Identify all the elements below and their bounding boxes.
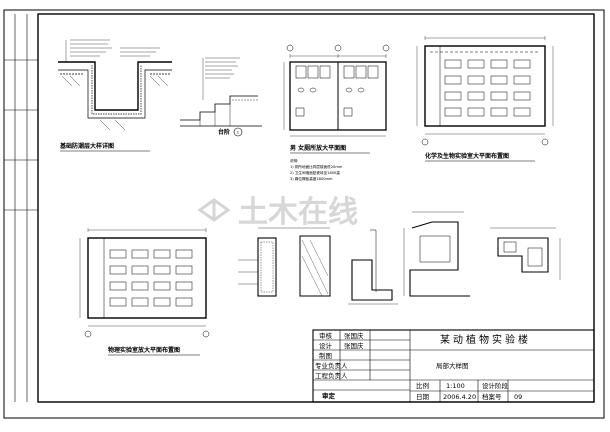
tb-approved-label: 审定 [322, 391, 336, 400]
tb-row-label: 制图 [319, 351, 332, 360]
title-block-labels: 审核 张国庆 设计 张国庆 制图 专业负责人 工程负责人 审定 某动植物实验楼 … [315, 331, 531, 401]
lab-bottom-caption: 物理实验室放大平面布置图 [108, 346, 180, 354]
toilet-notes: 说明: 1) 厕所地面比同层楼面低20mm 2) 卫生间墙面贴瓷砖至1800高 … [290, 158, 343, 181]
tb-sheet-no: 09 [514, 393, 522, 401]
watermark-logo-icon [197, 198, 231, 222]
toilet-note-line: 说明: [290, 158, 298, 163]
waterproof-detail-caption: 基础防潮层大样详图 [59, 142, 114, 150]
tb-row-label: 设计 [319, 341, 333, 350]
lab-plan-bottom [79, 228, 210, 338]
lab-top-caption: 化学及生物实验室大平面布置图 [425, 152, 509, 160]
toilet-plan [283, 44, 390, 137]
lab-bottom-benches [109, 249, 193, 307]
tb-row-value: 张国庆 [344, 331, 364, 340]
tb-row-label: 审核 [319, 331, 333, 340]
parapet-section-detail [348, 229, 398, 305]
toilet-note-line: 3) 蹲位隔板高度1800mm [290, 176, 333, 181]
step-detail [180, 57, 262, 127]
gutter-section-detail [403, 211, 470, 297]
tb-row-value: 张国庆 [344, 341, 364, 350]
tb-sheet-no-label: 档案号 [482, 392, 502, 401]
tb-date-value: 2006.4.20 [443, 393, 476, 401]
tb-phase-label: 设计阶段 [482, 381, 509, 390]
step-detail-caption: 台阶 [218, 128, 230, 136]
tb-row-label: 专业负责人 [315, 361, 348, 370]
toilet-plan-caption: 男 女厕所放大平面图 [290, 144, 346, 152]
step-detail-number: 1 [237, 131, 239, 135]
tb-row-label: 工程负责人 [315, 371, 348, 380]
lab-plan-top [416, 36, 554, 146]
eave-section-detail [490, 227, 561, 280]
waterproof-detail [58, 39, 172, 131]
tb-project-name: 某动植物实验楼 [440, 333, 531, 346]
binding-strip [4, 14, 38, 402]
watermark-text: 土木在线 [238, 195, 358, 230]
watermark: 土木在线 [197, 195, 358, 230]
outer-border [3, 9, 605, 419]
tb-scale-value: 1:100 [446, 382, 465, 390]
lab-top-benches [430, 51, 540, 117]
tb-drawing-title: 局部大样图 [436, 361, 469, 370]
step-detail-number-circle [233, 127, 243, 137]
title-block [312, 329, 595, 403]
wall-section-detail [238, 227, 331, 297]
tb-date-label: 日期 [416, 393, 430, 401]
toilet-note-line: 2) 卫生间墙面贴瓷砖至1800高 [290, 170, 340, 175]
toilet-note-line: 1) 厕所地面比同层楼面低20mm [290, 164, 343, 169]
tb-scale-label: 比例 [416, 381, 429, 390]
